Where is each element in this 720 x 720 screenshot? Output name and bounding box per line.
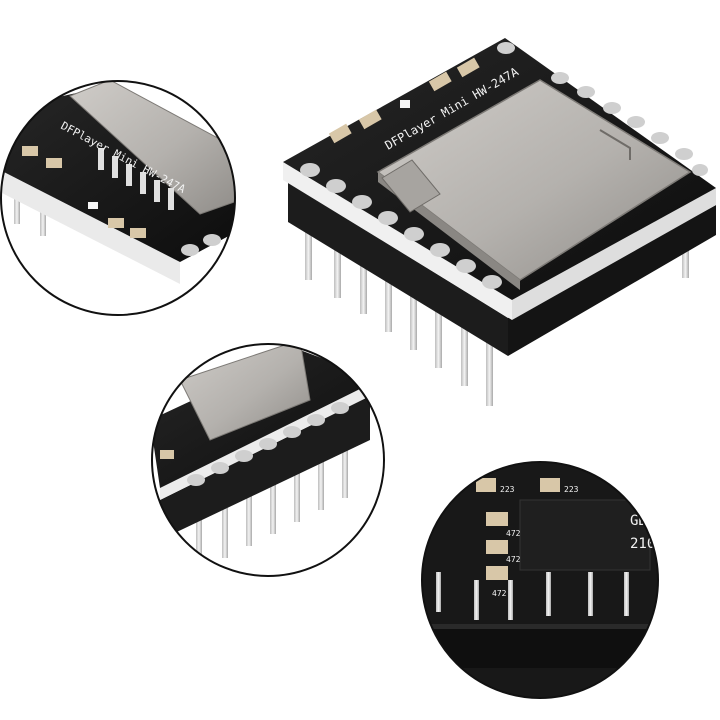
resistor-label-3: 472: [492, 589, 507, 598]
resistor-label-a: 223: [500, 485, 515, 494]
zoom-header-pins: [151, 343, 385, 577]
resistor-label-2: 472: [506, 555, 521, 564]
front-pins: [305, 220, 689, 406]
gd3200b-chip: [519, 499, 651, 571]
zoom-chip: 223 223 GD3200B 21041067F 472 472 472: [421, 461, 706, 699]
resistor-label-1: 472: [506, 529, 521, 538]
zoom-sd-slot: DFPlayer Mini HW-247A: [0, 80, 236, 316]
chip-marking-2: 21041067F: [630, 536, 706, 552]
pin-header: [288, 182, 508, 356]
main-module: DFPlayer Mini HW-247A: [283, 38, 716, 406]
smd-components: [328, 57, 480, 144]
resistor-label-b: 223: [564, 485, 579, 494]
solder-pads-front: [300, 163, 502, 289]
